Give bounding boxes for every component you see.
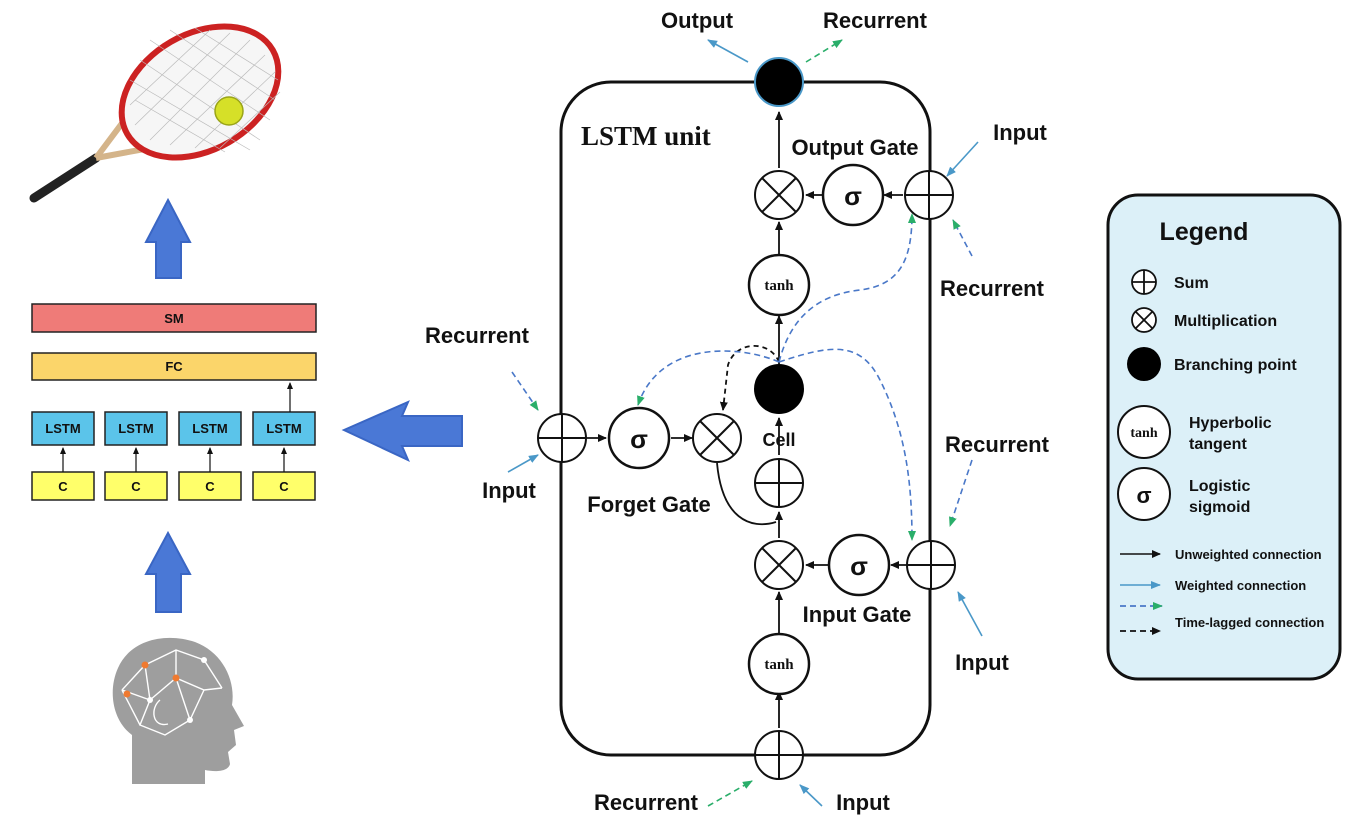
legend-sigmoid-line2: sigmoid bbox=[1189, 499, 1250, 516]
sm-label: SM bbox=[164, 311, 184, 326]
output-sigma-symbol: σ bbox=[844, 181, 862, 211]
legend-sigmoid-icon: σ bbox=[1117, 467, 1171, 521]
forget-sum-node bbox=[537, 413, 587, 463]
input-gate-input-label: Input bbox=[955, 650, 1009, 675]
forget-gate-label: Forget Gate bbox=[587, 492, 710, 517]
legend-sigmoid-line1: Logistic bbox=[1189, 478, 1250, 495]
input-multiply-node bbox=[754, 540, 804, 590]
legend-branching-icon bbox=[1127, 347, 1161, 381]
legend-sum-icon bbox=[1131, 269, 1157, 295]
input-gate-recurrent-label: Recurrent bbox=[945, 432, 1050, 457]
up-arrow-icon-bottom bbox=[144, 530, 192, 613]
lstm-label-4: LSTM bbox=[266, 421, 301, 436]
sm-layer: SM bbox=[31, 303, 317, 333]
c-box-2 bbox=[104, 471, 168, 501]
output-tanh-symbol: tanh bbox=[764, 278, 794, 294]
cell-branching-node bbox=[754, 364, 804, 414]
bottom-recurrent-label: Recurrent bbox=[594, 790, 699, 815]
output-sum-node bbox=[904, 170, 954, 220]
recurrent-connections bbox=[637, 213, 916, 541]
tennis-racket-icon bbox=[29, 23, 282, 203]
lstm-box-3 bbox=[178, 411, 242, 446]
c-label-1: C bbox=[58, 479, 68, 494]
c-box-4 bbox=[252, 471, 316, 501]
output-gate-label: Output Gate bbox=[791, 135, 918, 160]
legend-sigma-symbol: σ bbox=[1136, 483, 1151, 508]
legend-tanh-symbol: tanh bbox=[1130, 426, 1157, 441]
output-sigmoid-node: σ bbox=[821, 163, 885, 227]
legend-time-lagged-label: Time-lagged connection bbox=[1175, 615, 1324, 630]
c-label-4: C bbox=[279, 479, 289, 494]
legend-branching-label: Branching point bbox=[1174, 357, 1297, 374]
c-label-2: C bbox=[131, 479, 141, 494]
input-tanh-node: tanh bbox=[747, 632, 811, 696]
lstm-label-3: LSTM bbox=[192, 421, 227, 436]
forget-sigmoid-node: σ bbox=[607, 406, 671, 470]
lstm-box-2 bbox=[104, 411, 168, 446]
legend: Legend Sum Multiplication Branching poin… bbox=[1106, 193, 1342, 681]
lstm-layer: LSTM LSTM LSTM LSTM bbox=[31, 411, 316, 446]
bottom-input-label: Input bbox=[836, 790, 890, 815]
legend-multiplication-label: Multiplication bbox=[1174, 313, 1277, 330]
fc-label: FC bbox=[165, 359, 183, 374]
legend-tanh-icon: tanh bbox=[1117, 405, 1171, 459]
lstm-unit-title: LSTM unit bbox=[581, 121, 711, 151]
c-layer: C C C C bbox=[31, 471, 316, 501]
forget-multiply-node bbox=[692, 413, 742, 463]
fc-layer: FC bbox=[31, 352, 317, 381]
external-connections bbox=[507, 39, 983, 807]
output-recurrent-label: Recurrent bbox=[823, 8, 928, 33]
lstm-label-1: LSTM bbox=[45, 421, 80, 436]
c-box-1 bbox=[31, 471, 95, 501]
eeg-head-icon bbox=[112, 637, 244, 784]
c-label-3: C bbox=[205, 479, 215, 494]
lstm-label-2: LSTM bbox=[118, 421, 153, 436]
output-gate-recurrent-label: Recurrent bbox=[940, 276, 1045, 301]
up-arrow-icon-top bbox=[144, 197, 192, 279]
input-sigmoid-node: σ bbox=[827, 533, 891, 597]
legend-unweighted-label: Unweighted connection bbox=[1175, 547, 1322, 562]
input-tanh-symbol: tanh bbox=[764, 657, 794, 673]
left-arrow-icon bbox=[341, 400, 463, 463]
legend-title: Legend bbox=[1160, 218, 1249, 246]
output-label: Output bbox=[661, 8, 734, 33]
cell-sum-node bbox=[754, 458, 804, 508]
input-gate-label: Input Gate bbox=[803, 602, 912, 627]
legend-sum-label: Sum bbox=[1174, 275, 1209, 292]
forget-recurrent-label: Recurrent bbox=[425, 323, 530, 348]
forget-sigma-symbol: σ bbox=[630, 424, 648, 454]
legend-tanh-line1: Hyperbolic bbox=[1189, 415, 1272, 432]
input-gate-sum-node bbox=[906, 540, 956, 590]
output-multiply-node bbox=[754, 170, 804, 220]
input-sigma-symbol: σ bbox=[850, 551, 868, 581]
time-lagged-connection bbox=[719, 344, 780, 411]
output-gate-input-label: Input bbox=[993, 120, 1047, 145]
legend-multiplication-icon bbox=[1131, 307, 1157, 333]
output-branching-node bbox=[754, 57, 804, 107]
forget-input-label: Input bbox=[482, 478, 536, 503]
legend-weighted-label: Weighted connection bbox=[1175, 578, 1306, 593]
lstm-box-4 bbox=[252, 411, 316, 446]
legend-tanh-line2: tangent bbox=[1189, 436, 1247, 453]
lstm-box-1 bbox=[31, 411, 95, 446]
output-tanh-node: tanh bbox=[747, 253, 811, 317]
unweighted-connections bbox=[586, 111, 908, 728]
pipeline-connections bbox=[60, 382, 293, 472]
cell-label: Cell bbox=[762, 430, 795, 450]
bottom-sum-node bbox=[754, 730, 804, 780]
